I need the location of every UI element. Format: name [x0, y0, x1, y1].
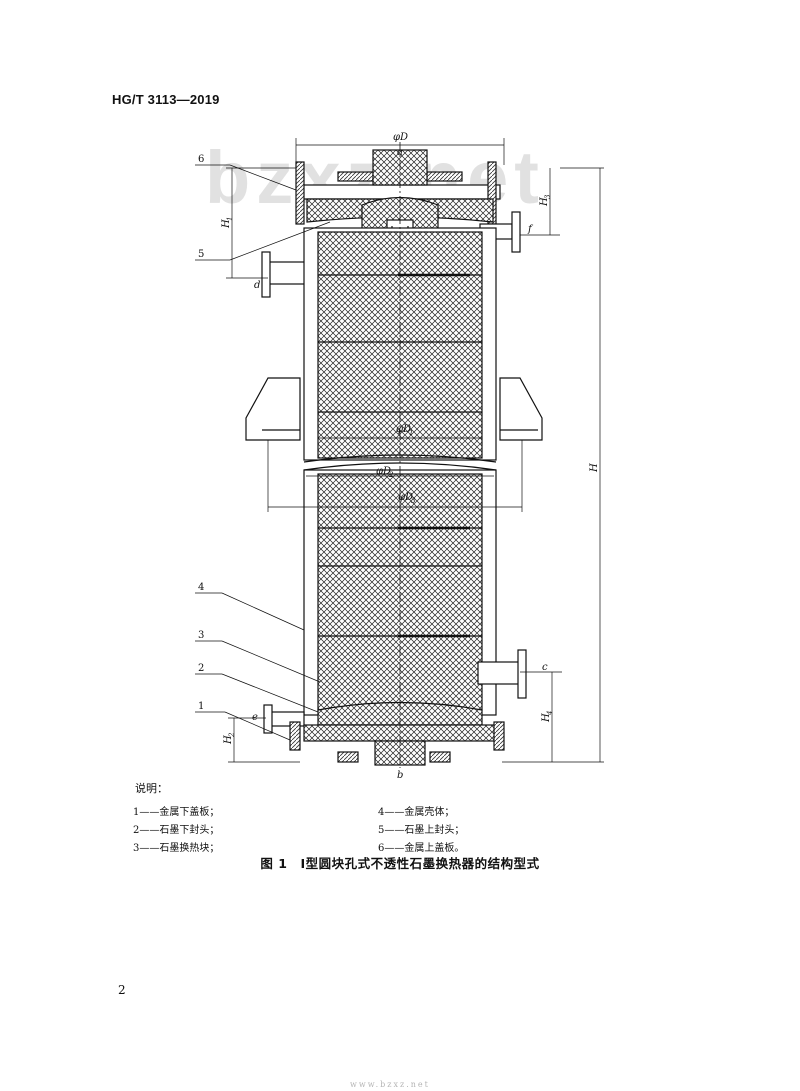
- legend-item-5: 5——石墨上封头；: [378, 825, 465, 836]
- figure-caption: 图 1 Ⅰ型圆块孔式不透性石墨换热器的结构型式: [260, 856, 540, 871]
- label-diameter: φD: [393, 132, 408, 143]
- label-inner-d1: φD: [396, 424, 411, 435]
- heat-exchanger-drawing: φD a b c d e f φD 1 φD 2 φD 3 H H 1 H 2 …: [195, 132, 604, 781]
- bottom-head-and-cover: [289, 701, 505, 766]
- label-port-b: b: [397, 770, 403, 781]
- callout-5: 5: [198, 249, 204, 260]
- label-port-f: f: [527, 224, 534, 235]
- label-inner-d3-sub: 3: [411, 497, 416, 505]
- dimension-lines: [226, 138, 604, 763]
- legend-item-2: 2——石墨下封头；: [133, 825, 220, 836]
- callout-1: 1: [198, 701, 204, 712]
- footer-watermark: www.bzxz.net: [350, 1080, 430, 1089]
- mounting-lugs: [245, 377, 543, 441]
- label-inner-d2: φD: [376, 466, 391, 477]
- label-h4: H: [541, 713, 552, 723]
- label-h1-sub: 1: [226, 217, 234, 221]
- callout-6: 6: [198, 154, 204, 165]
- label-port-a: a: [397, 147, 403, 158]
- label-inner-d1-sub: 1: [409, 429, 413, 437]
- legend-item-3: 3——石墨换热块；: [133, 843, 220, 854]
- label-h1: H: [221, 219, 232, 229]
- legend-item-4: 4——金属壳体；: [378, 807, 455, 818]
- drawing-labels: φD a b c d e f φD 1 φD 2 φD 3 H H 1 H 2 …: [221, 132, 600, 781]
- bottom-side-ports: [263, 649, 527, 734]
- legend-item-1: 1——金属下盖板；: [133, 807, 220, 818]
- label-port-d: d: [254, 280, 260, 291]
- callout-leaders: [195, 164, 331, 741]
- legend-item-6: 6——金属上盖板。: [378, 843, 465, 854]
- label-port-c: c: [542, 662, 548, 673]
- label-port-e: e: [252, 712, 258, 723]
- callout-4: 4: [198, 582, 204, 593]
- label-h2: H: [223, 735, 234, 745]
- label-h3-sub: 3: [544, 194, 552, 199]
- page-number: 2: [118, 983, 126, 997]
- standard-code: HG/T 3113—2019: [112, 92, 220, 107]
- label-height-h: H: [589, 463, 600, 473]
- callout-3: 3: [198, 630, 204, 641]
- callout-2: 2: [198, 663, 204, 674]
- callout-numbers: 6 5 4 3 2 1: [198, 154, 204, 712]
- label-h4-sub: 4: [546, 711, 554, 716]
- label-inner-d2-sub: 2: [388, 471, 394, 479]
- label-inner-d3: φD: [398, 492, 413, 503]
- label-h2-sub: 2: [228, 732, 236, 738]
- legend-title: 说明：: [135, 782, 168, 795]
- label-h3: H: [539, 197, 550, 207]
